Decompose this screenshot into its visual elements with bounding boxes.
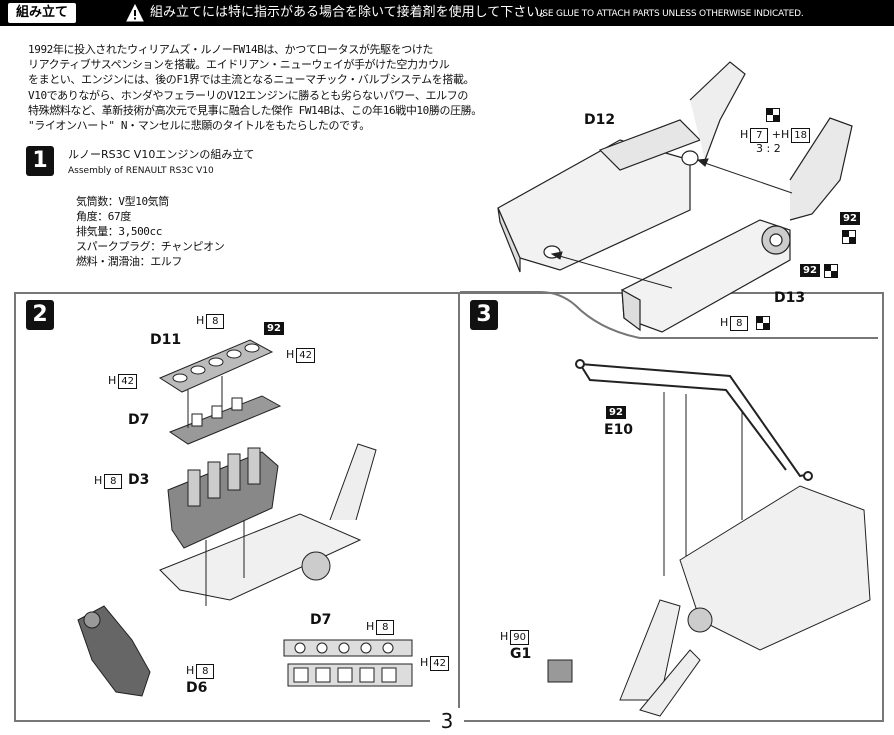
- page-number: 3: [430, 708, 464, 734]
- spec-angle: 角度：67度: [76, 210, 131, 223]
- paint-code-92: 92: [264, 322, 284, 335]
- step-2-panel: [14, 292, 460, 722]
- glue-warning-en: USE GLUE TO ATTACH PARTS UNLESS OTHERWIS…: [536, 9, 804, 19]
- section-tag: 組み立て: [8, 3, 77, 23]
- spec-displacement: 排気量：3,500cc: [76, 225, 162, 238]
- paint-code-92: 92: [606, 406, 626, 419]
- header-bar: 組み立て 組み立てには特に指示がある場合を除いて接着剤を使用して下さい。 USE…: [0, 0, 894, 26]
- spec-spark-plug: スパークプラグ：チャンピオン: [76, 240, 225, 253]
- d3-intake-drawing: [167, 447, 279, 549]
- d7-gasket-drawing: [168, 395, 282, 445]
- checker-flag-icon: [756, 316, 770, 330]
- step-1-subtitle: Assembly of RENAULT RS3C V10: [68, 166, 214, 176]
- spec-cylinders: 気筒数：V型10気筒: [76, 195, 169, 208]
- step-3-number: 3: [470, 300, 498, 330]
- paint-code-92: 92: [800, 264, 820, 277]
- part-label-d7-flat: D7: [310, 612, 332, 628]
- d12-engine-block-drawing: [497, 61, 746, 273]
- step-2-number: 2: [26, 300, 54, 330]
- part-label-d12: D12: [584, 112, 616, 128]
- d7-flat-parts-drawing: [283, 639, 413, 687]
- intro-paragraph: 1992年に投入されたウィリアムズ・ルノーFW14Bは、かつてロータスが先駆をつ…: [28, 43, 482, 133]
- engine-assembly-drawing: [619, 485, 871, 717]
- spec-fuel: 燃料・潤滑油：エルフ: [76, 255, 182, 268]
- glue-warning-jp: 組み立てには特に指示がある場合を除いて接着剤を使用して下さい。: [150, 5, 553, 20]
- paint-code-92: 92: [840, 212, 860, 225]
- mix-ratio: 3 : 2: [756, 142, 781, 155]
- part-label-d7: D7: [128, 412, 150, 428]
- engine-specs: 気筒数：V型10気筒 角度：67度 排気量：3,500cc スパークプラグ：チャ…: [76, 194, 225, 269]
- part-label-d13: D13: [774, 290, 806, 306]
- d6-gearbox-drawing: [77, 605, 151, 697]
- checker-flag-icon: [842, 230, 856, 244]
- checker-flag-icon: [824, 264, 838, 278]
- engine-base-drawing: [159, 443, 377, 601]
- d13-engine-block-drawing: [621, 117, 853, 333]
- step-1-title: ルノーRS3C V10エンジンの組み立て: [68, 148, 255, 161]
- part-label-d11: D11: [150, 332, 182, 348]
- part-label-g1: G1: [510, 646, 532, 662]
- part-label-e10: E10: [604, 422, 634, 438]
- part-label-d6: D6: [186, 680, 208, 696]
- part-label-d3: D3: [128, 472, 150, 488]
- checker-flag-icon: [766, 108, 780, 122]
- d11-head-drawing: [158, 339, 274, 393]
- g1-plate-drawing: [547, 659, 573, 683]
- step-1-number: 1: [26, 146, 54, 176]
- warning-icon: [126, 4, 144, 22]
- e10-brace-drawing: [575, 359, 813, 481]
